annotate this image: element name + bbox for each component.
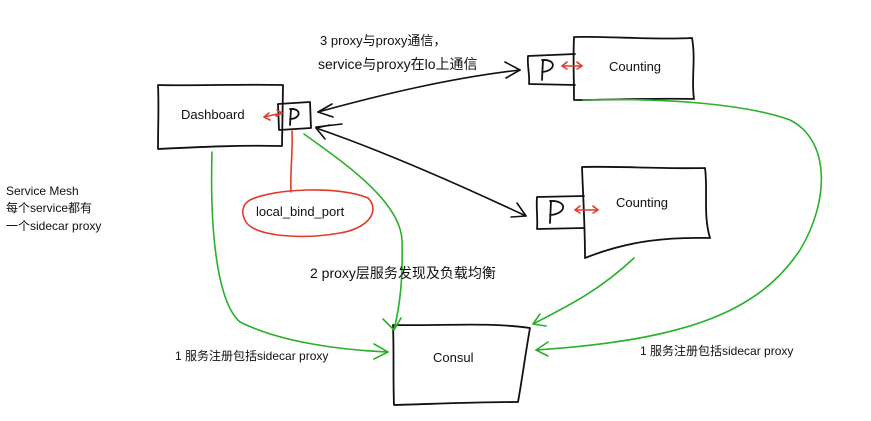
proxy-comm-line1: 3 proxy与proxy通信， (320, 33, 447, 48)
service-mesh-line3: 一个sidecar proxy (6, 219, 102, 233)
local-bind-port-label: local_bind_port (256, 204, 345, 219)
register-dashboard (210, 151, 389, 360)
counting-mid-label: Counting (616, 195, 669, 210)
counting-top-local-link (561, 61, 583, 70)
counting-top-box (572, 35, 695, 101)
proxy-link-top (317, 61, 521, 118)
counting-top-proxy (526, 53, 576, 86)
counting-mid-proxy (535, 195, 585, 230)
consul-label: Consul (433, 350, 474, 365)
local-bind-port-callout (241, 130, 374, 238)
consul-box (392, 323, 531, 406)
counting-mid-box (581, 165, 711, 259)
dashboard-box (157, 83, 284, 150)
register-left-label: 1 服务注册包括sidecar proxy (175, 349, 329, 363)
service-mesh-title: Service Mesh (6, 184, 79, 198)
register-right-label: 1 服务注册包括sidecar proxy (640, 344, 794, 358)
counting-top-label: Counting (609, 59, 662, 74)
dashboard-label: Dashboard (181, 107, 245, 122)
register-counting-top (535, 98, 823, 357)
register-counting-mid (532, 257, 635, 327)
dashboard-local-link (263, 109, 283, 121)
register-dashboard-proxy (303, 133, 403, 331)
dashboard-proxy (277, 101, 312, 131)
proxy-comm-line2: service与proxy在lo上通信 (318, 56, 478, 72)
counting-mid-local-link (574, 205, 599, 214)
discovery-label: 2 proxy层服务发现及负载均衡 (310, 265, 496, 281)
service-mesh-line2: 每个service都有 (6, 201, 93, 215)
proxy-link-mid (315, 123, 527, 218)
